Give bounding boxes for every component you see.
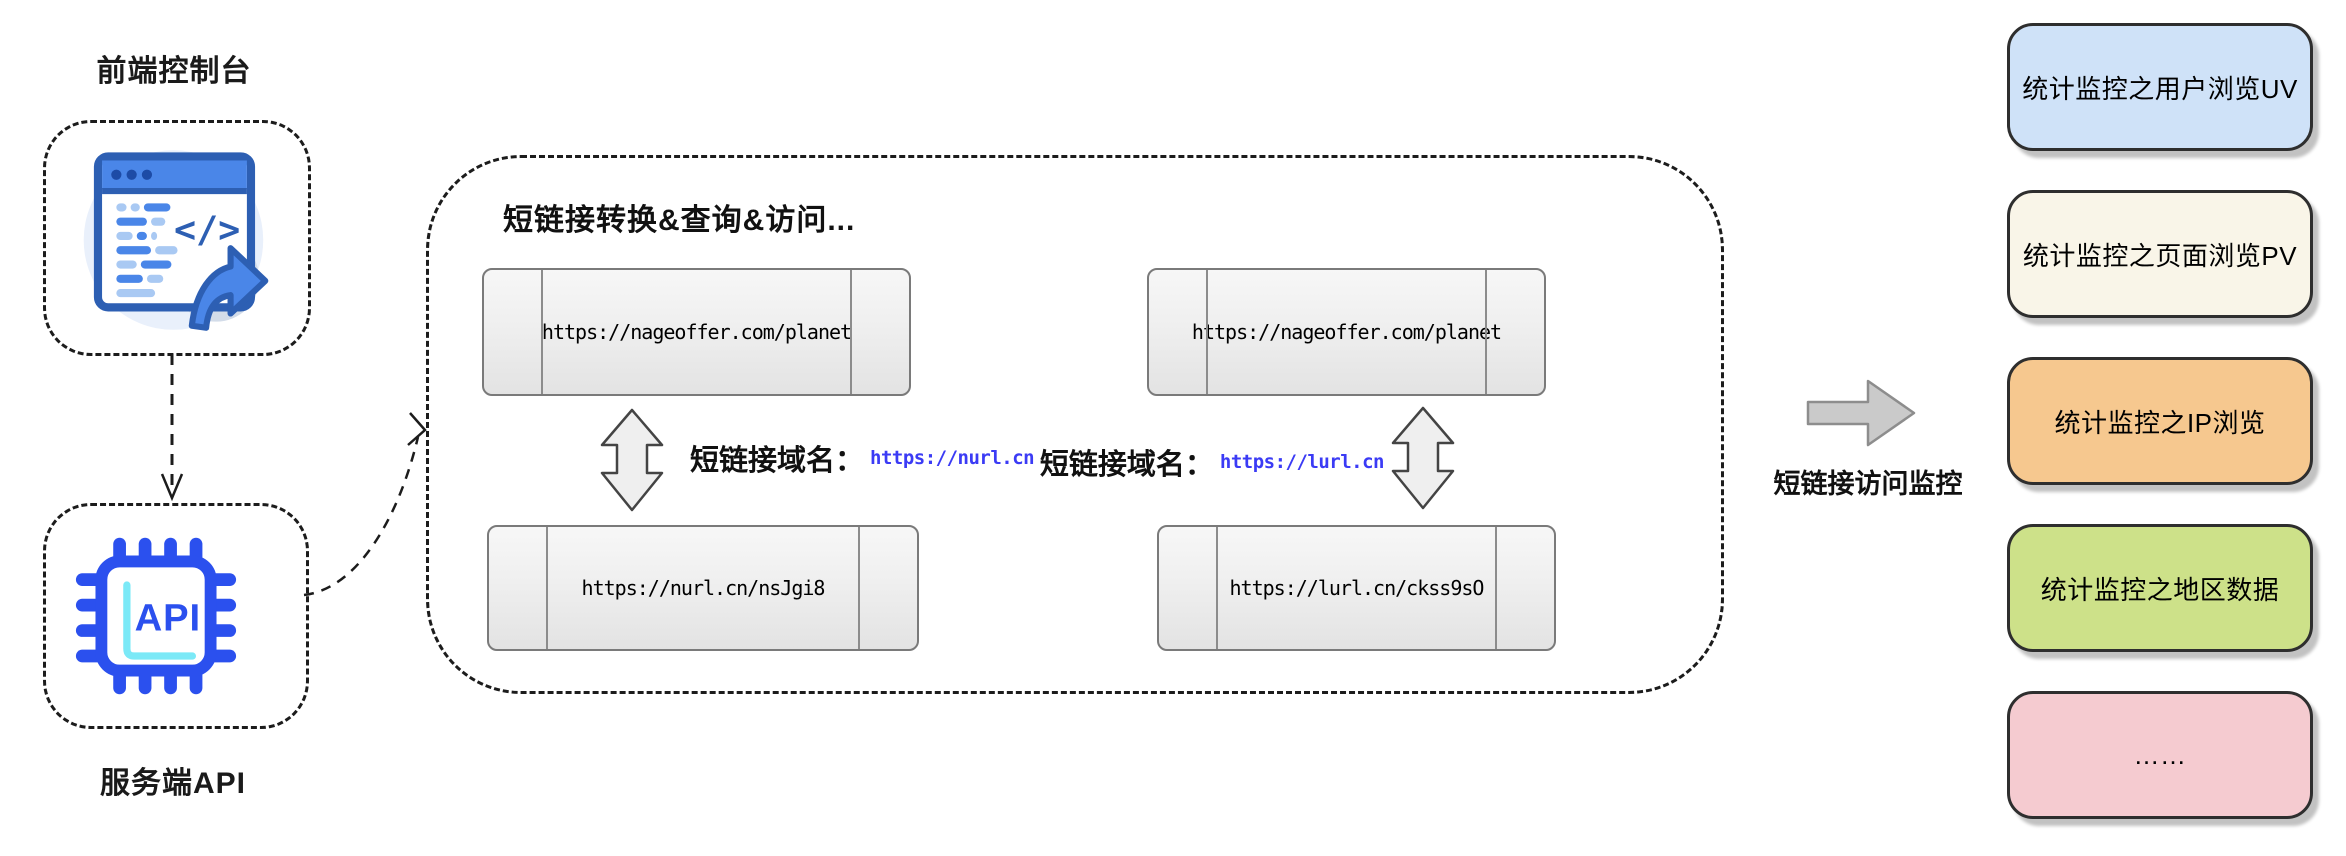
monitor-box-more: …… xyxy=(2007,691,2313,819)
node-divider xyxy=(858,527,860,649)
api-chip-label: API xyxy=(135,597,201,640)
long-url-text: https://nageoffer.com/planet xyxy=(1191,320,1502,344)
node-divider xyxy=(1206,270,1208,394)
code-glyph: </> xyxy=(174,208,240,251)
monitor-box-uv: 统计监控之用户浏览UV xyxy=(2007,23,2313,151)
short-url-node-left: https://nurl.cn/nsJgi8 xyxy=(487,525,919,651)
up-down-arrow-right xyxy=(1391,406,1455,510)
server-api-box: API xyxy=(43,503,309,729)
node-divider xyxy=(1485,270,1487,394)
short-url-text: https://lurl.cn/ckss9sO xyxy=(1229,576,1485,600)
domain-label-left: 短链接域名： https://nurl.cn xyxy=(690,441,1035,477)
domain-label-text: 短链接域名： xyxy=(1039,449,1214,481)
short-url-node-right: https://lurl.cn/ckss9sO xyxy=(1157,525,1556,651)
api-to-container-arrow xyxy=(303,412,427,597)
monitor-box-label: 统计监控之地区数据 xyxy=(2040,574,2280,605)
short-url-text: https://nurl.cn/nsJgi8 xyxy=(581,576,826,600)
frontend-console-box: </> xyxy=(43,120,311,356)
node-divider xyxy=(1216,527,1218,649)
domain-link: https://nurl.cn xyxy=(870,447,1035,469)
node-divider xyxy=(1495,527,1497,649)
long-url-node-right: https://nageoffer.com/planet xyxy=(1147,268,1546,396)
monitoring-arrow-label: 短链接访问监控 xyxy=(1773,469,1963,499)
shortlink-process-container: 短链接转换&查询&访问... xyxy=(426,155,1724,694)
node-divider xyxy=(541,270,543,394)
long-url-text: https://nageoffer.com/planet xyxy=(541,320,852,344)
server-api-title: 服务端API xyxy=(99,767,246,800)
node-divider xyxy=(850,270,852,394)
monitor-box-label: …… xyxy=(2133,739,2187,770)
monitor-box-label: 统计监控之用户浏览UV xyxy=(2022,73,2298,104)
domain-label-text: 短链接域名： xyxy=(690,445,865,477)
up-down-arrow-left xyxy=(600,408,664,512)
api-chip-icon: API xyxy=(75,537,237,695)
browser-code-icon: </> xyxy=(83,150,269,331)
monitoring-arrow xyxy=(1806,379,1916,447)
frontend-console-title: 前端控制台 xyxy=(96,55,252,88)
node-divider xyxy=(546,527,548,649)
monitor-box-label: 统计监控之页面浏览PV xyxy=(2022,240,2298,271)
monitor-box-label: 统计监控之IP浏览 xyxy=(2054,407,2266,438)
long-url-node-left: https://nageoffer.com/planet xyxy=(482,268,911,396)
frontend-to-api-arrow xyxy=(160,354,184,502)
process-title: 短链接转换&查询&访问... xyxy=(503,204,856,237)
monitor-box-ip: 统计监控之IP浏览 xyxy=(2007,357,2313,485)
domain-label-right: 短链接域名： https://lurl.cn xyxy=(1040,445,1385,481)
monitor-box-region: 统计监控之地区数据 xyxy=(2007,524,2313,652)
domain-link: https://lurl.cn xyxy=(1219,451,1385,473)
monitor-box-pv: 统计监控之页面浏览PV xyxy=(2007,190,2313,318)
